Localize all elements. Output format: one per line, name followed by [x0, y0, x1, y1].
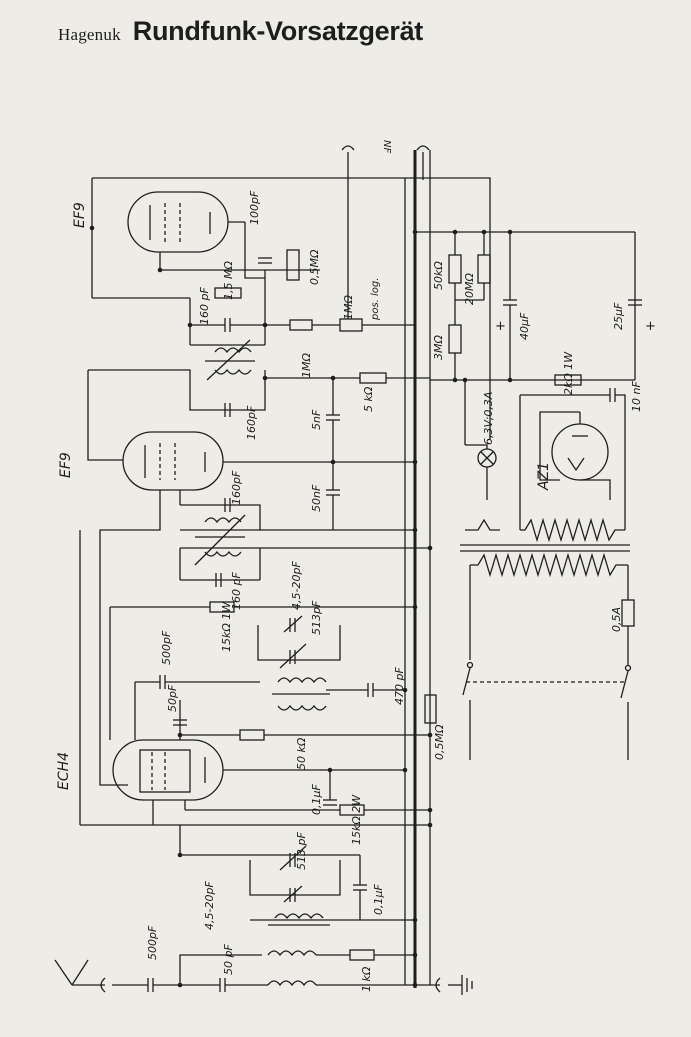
tube-label-ef9-mid: EF9 [58, 452, 74, 478]
label-c-50pf-a: 50pF [166, 684, 179, 712]
brand-name: Hagenuk [58, 25, 121, 44]
label-r-1k: 1 kΩ [360, 966, 373, 992]
tube-ef9-top [127, 191, 245, 253]
variable-capacitor-513pf-a [279, 643, 307, 669]
label-trim-a: 4,5-20pF [290, 561, 303, 610]
input-coil [268, 913, 330, 926]
variable-capacitor-513pf-b [279, 845, 307, 871]
header: Hagenuk Rundfunk-Vorsatzgerät [58, 16, 423, 47]
resistor-20m [477, 254, 491, 284]
label-lamp: 6,3V;0,3A [482, 392, 495, 445]
label-c-40uf: 40µF [518, 312, 531, 340]
label-c-01uf-b: 0,1µF [372, 884, 385, 915]
label-c-160pf-a: 160 pF [198, 287, 211, 325]
resistor-05m-bot [424, 694, 437, 724]
tube-label-ef9-top: EF9 [72, 202, 88, 228]
label-c-513-b: 513 pF [295, 832, 308, 870]
capacitor-160pf-d [215, 573, 222, 587]
capacitor-50pf-a [173, 719, 187, 726]
capacitor-160pf-a [224, 318, 231, 332]
nf-label: NF [381, 140, 392, 153]
resistor-15m [214, 287, 242, 299]
label-trim-b: 4,5-20pF [203, 881, 216, 930]
resistor-05m-top [286, 249, 300, 281]
tube-ech4 [112, 739, 224, 801]
label-c-50nf: 50nF [310, 484, 323, 512]
capacitor-500pf-b [147, 978, 154, 992]
mains-switch-icon [462, 661, 632, 760]
antenna-icon [54, 959, 106, 993]
label-r-20m: 20MΩ [463, 273, 476, 305]
label-r-5k: 5 kΩ [362, 386, 375, 412]
oscillator-coil [272, 677, 330, 711]
label-c-5nf: 5nF [310, 409, 323, 430]
label-r-15m: 1,5 MΩ [222, 261, 235, 300]
label-c-50pf-b: 50 pF [222, 944, 235, 975]
nf-output-terminals [341, 145, 430, 180]
label-r-3m: 3MΩ [432, 335, 445, 360]
label-fuse: 0,5A [610, 607, 623, 632]
resistor-1m [289, 319, 313, 331]
capacitor-40uf [503, 299, 517, 306]
if-transformer-1 [205, 339, 255, 381]
label-c-160pf-b: 160pF [245, 405, 258, 440]
if-transformer-2 [194, 514, 246, 566]
label-c-500pf-a: 500pF [160, 630, 173, 665]
label-c-100pf: 100pF [248, 190, 261, 225]
label-c-160pf-d: 160 pF [230, 572, 243, 610]
label-r-15k-1w: 15kΩ 1W [220, 601, 233, 652]
label-c-160pf-c: 160pF [230, 470, 243, 505]
label-pos-log: pos. log. [370, 278, 381, 321]
label-r-1m-vol: 1MΩ [342, 295, 355, 320]
fuse-icon [621, 599, 635, 627]
label-r-50k-osc: 50 kΩ [295, 737, 308, 770]
tube-label-az1: AZ1 [536, 462, 552, 491]
trimmer-4-5-20pf-a [283, 615, 303, 633]
label-c-500pf-b: 500pF [146, 925, 159, 960]
label-r-15k-2w: 15kΩ 2W [350, 794, 363, 845]
resistor-2k-1w [554, 374, 582, 386]
resistor-50k-osc [239, 729, 265, 741]
capacitor-01uf-a [323, 799, 337, 806]
plus-b: + [645, 319, 656, 334]
capacitor-5nf [326, 414, 340, 421]
transformer-primary [470, 552, 628, 578]
label-c-10nf: 10 nF [630, 381, 643, 412]
resistor-1k [349, 949, 375, 961]
transformer-secondaries [465, 517, 625, 543]
capacitor-100pf [258, 257, 272, 264]
ground-icon [435, 975, 473, 995]
label-c-470pf: 470 pF [393, 667, 406, 705]
page-title: Rundfunk-Vorsatzgerät [132, 16, 424, 46]
resistor-3m [448, 324, 462, 354]
label-c-01uf-a: 0,1µF [310, 784, 323, 815]
capacitor-50nf [326, 489, 340, 496]
tube-az1 [539, 411, 611, 500]
label-r-05m-bot: 0,5MΩ [433, 724, 446, 760]
capacitor-500pf-a [159, 675, 166, 689]
capacitor-50pf-b [219, 978, 226, 992]
pilot-lamp-icon [477, 448, 497, 468]
label-r-2k: 2kΩ 1W [562, 351, 575, 395]
capacitor-470pf [367, 683, 374, 697]
tube-label-ech4: ECH4 [56, 752, 72, 790]
label-c-513-a: 513pF [310, 600, 323, 635]
capacitor-25uf [628, 299, 642, 306]
resistor-50k [448, 254, 462, 284]
resistor-5k [359, 372, 387, 384]
antenna-coils [267, 950, 317, 987]
capacitor-10nf [609, 388, 616, 402]
capacitor-160pf-b [224, 403, 231, 417]
label-c-25uf: 25µF [612, 302, 625, 330]
tube-ef9-mid [122, 431, 224, 491]
label-r-50k: 50kΩ [432, 261, 445, 290]
capacitor-01uf-b [353, 884, 367, 891]
trimmer-4-5-20pf-b [283, 885, 303, 903]
label-r-1m: 1MΩ [300, 353, 313, 378]
junction-dots [157, 229, 513, 988]
label-r-05m-top: 0,5MΩ [308, 249, 321, 285]
plus-a: + [495, 319, 506, 334]
